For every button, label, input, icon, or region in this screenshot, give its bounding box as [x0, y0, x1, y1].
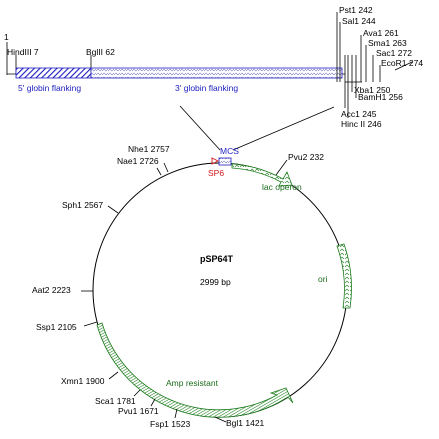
site-sal1-label: Sal1 244: [342, 16, 376, 26]
mcs-label: MCS: [220, 146, 239, 156]
lac-operon-arc: [231, 163, 293, 187]
site-xba1-label: Xba1 250: [354, 85, 391, 95]
site-hincii-label: Hinc II 246: [341, 119, 382, 129]
mcs-site-ticks: [336, 12, 413, 118]
sp6-promoter-arrow: [211, 157, 220, 165]
site-acc1-label: Acc1 245: [341, 109, 377, 119]
amp-resistance-label: Amp resistant: [166, 378, 219, 388]
site-fsp1-label: Fsp1 1523: [150, 419, 190, 429]
site-xmn1-label: Xmn1 1900: [61, 376, 105, 386]
start-label: 1: [4, 32, 9, 42]
site-sma1-label: Sma1 263: [368, 38, 407, 48]
ori-label: ori: [318, 274, 328, 284]
sp6-label: SP6: [208, 168, 224, 178]
site-ava1-label: Ava1 261: [363, 28, 399, 38]
site-pst1-label: Pst1 242: [339, 5, 373, 15]
expand-line-right: [232, 106, 335, 151]
three-prime-globin-region: [90, 67, 343, 79]
circle-site-leaders: [81, 159, 288, 423]
site-bamh1-label: BamH1 256: [358, 92, 403, 102]
site-nhe1-label: Nhe1 2757: [128, 144, 170, 154]
amp-resistance-arc: [96, 322, 294, 418]
insert-map: 1 HindIII 7 BglII 62 5' globin flanking …: [4, 5, 423, 151]
site-ssp1-label: Ssp1 2105: [36, 322, 77, 332]
site-aat2-label: Aat2 2223: [32, 285, 71, 295]
site-ecor1-label: EcoR1 274: [381, 58, 423, 68]
site-nae1-label: Nae1 2726: [117, 156, 159, 166]
site-bgl1-label: Bgl1 1421: [226, 418, 265, 428]
plasmid-name: pSP64T: [200, 254, 234, 264]
site-sca1-label: Sca1 1781: [95, 396, 136, 406]
plasmid-circle-group: lac operon ori Amp resistant MCS SP6 pSP…: [32, 144, 352, 429]
ori-arc: [336, 243, 352, 309]
site-pvu2-label: Pvu2 232: [288, 152, 324, 162]
site-pvu1-label: Pvu1 1671: [118, 406, 159, 416]
mcs-box: [218, 157, 232, 166]
five-prime-globin-label: 5' globin flanking: [18, 83, 81, 93]
site-sph1-label: Sph1 2567: [62, 200, 103, 210]
lac-operon-label: lac operon: [262, 182, 302, 192]
five-prime-globin-region: [15, 67, 92, 79]
expand-line-left: [179, 105, 221, 151]
site-hindiii-label: HindIII 7: [7, 47, 39, 57]
site-bglii-label: BglII 62: [86, 47, 115, 57]
plasmid-size: 2999 bp: [200, 277, 231, 287]
three-prime-globin-label: 3' globin flanking: [175, 83, 238, 93]
site-sac1-label: Sac1 272: [376, 48, 412, 58]
